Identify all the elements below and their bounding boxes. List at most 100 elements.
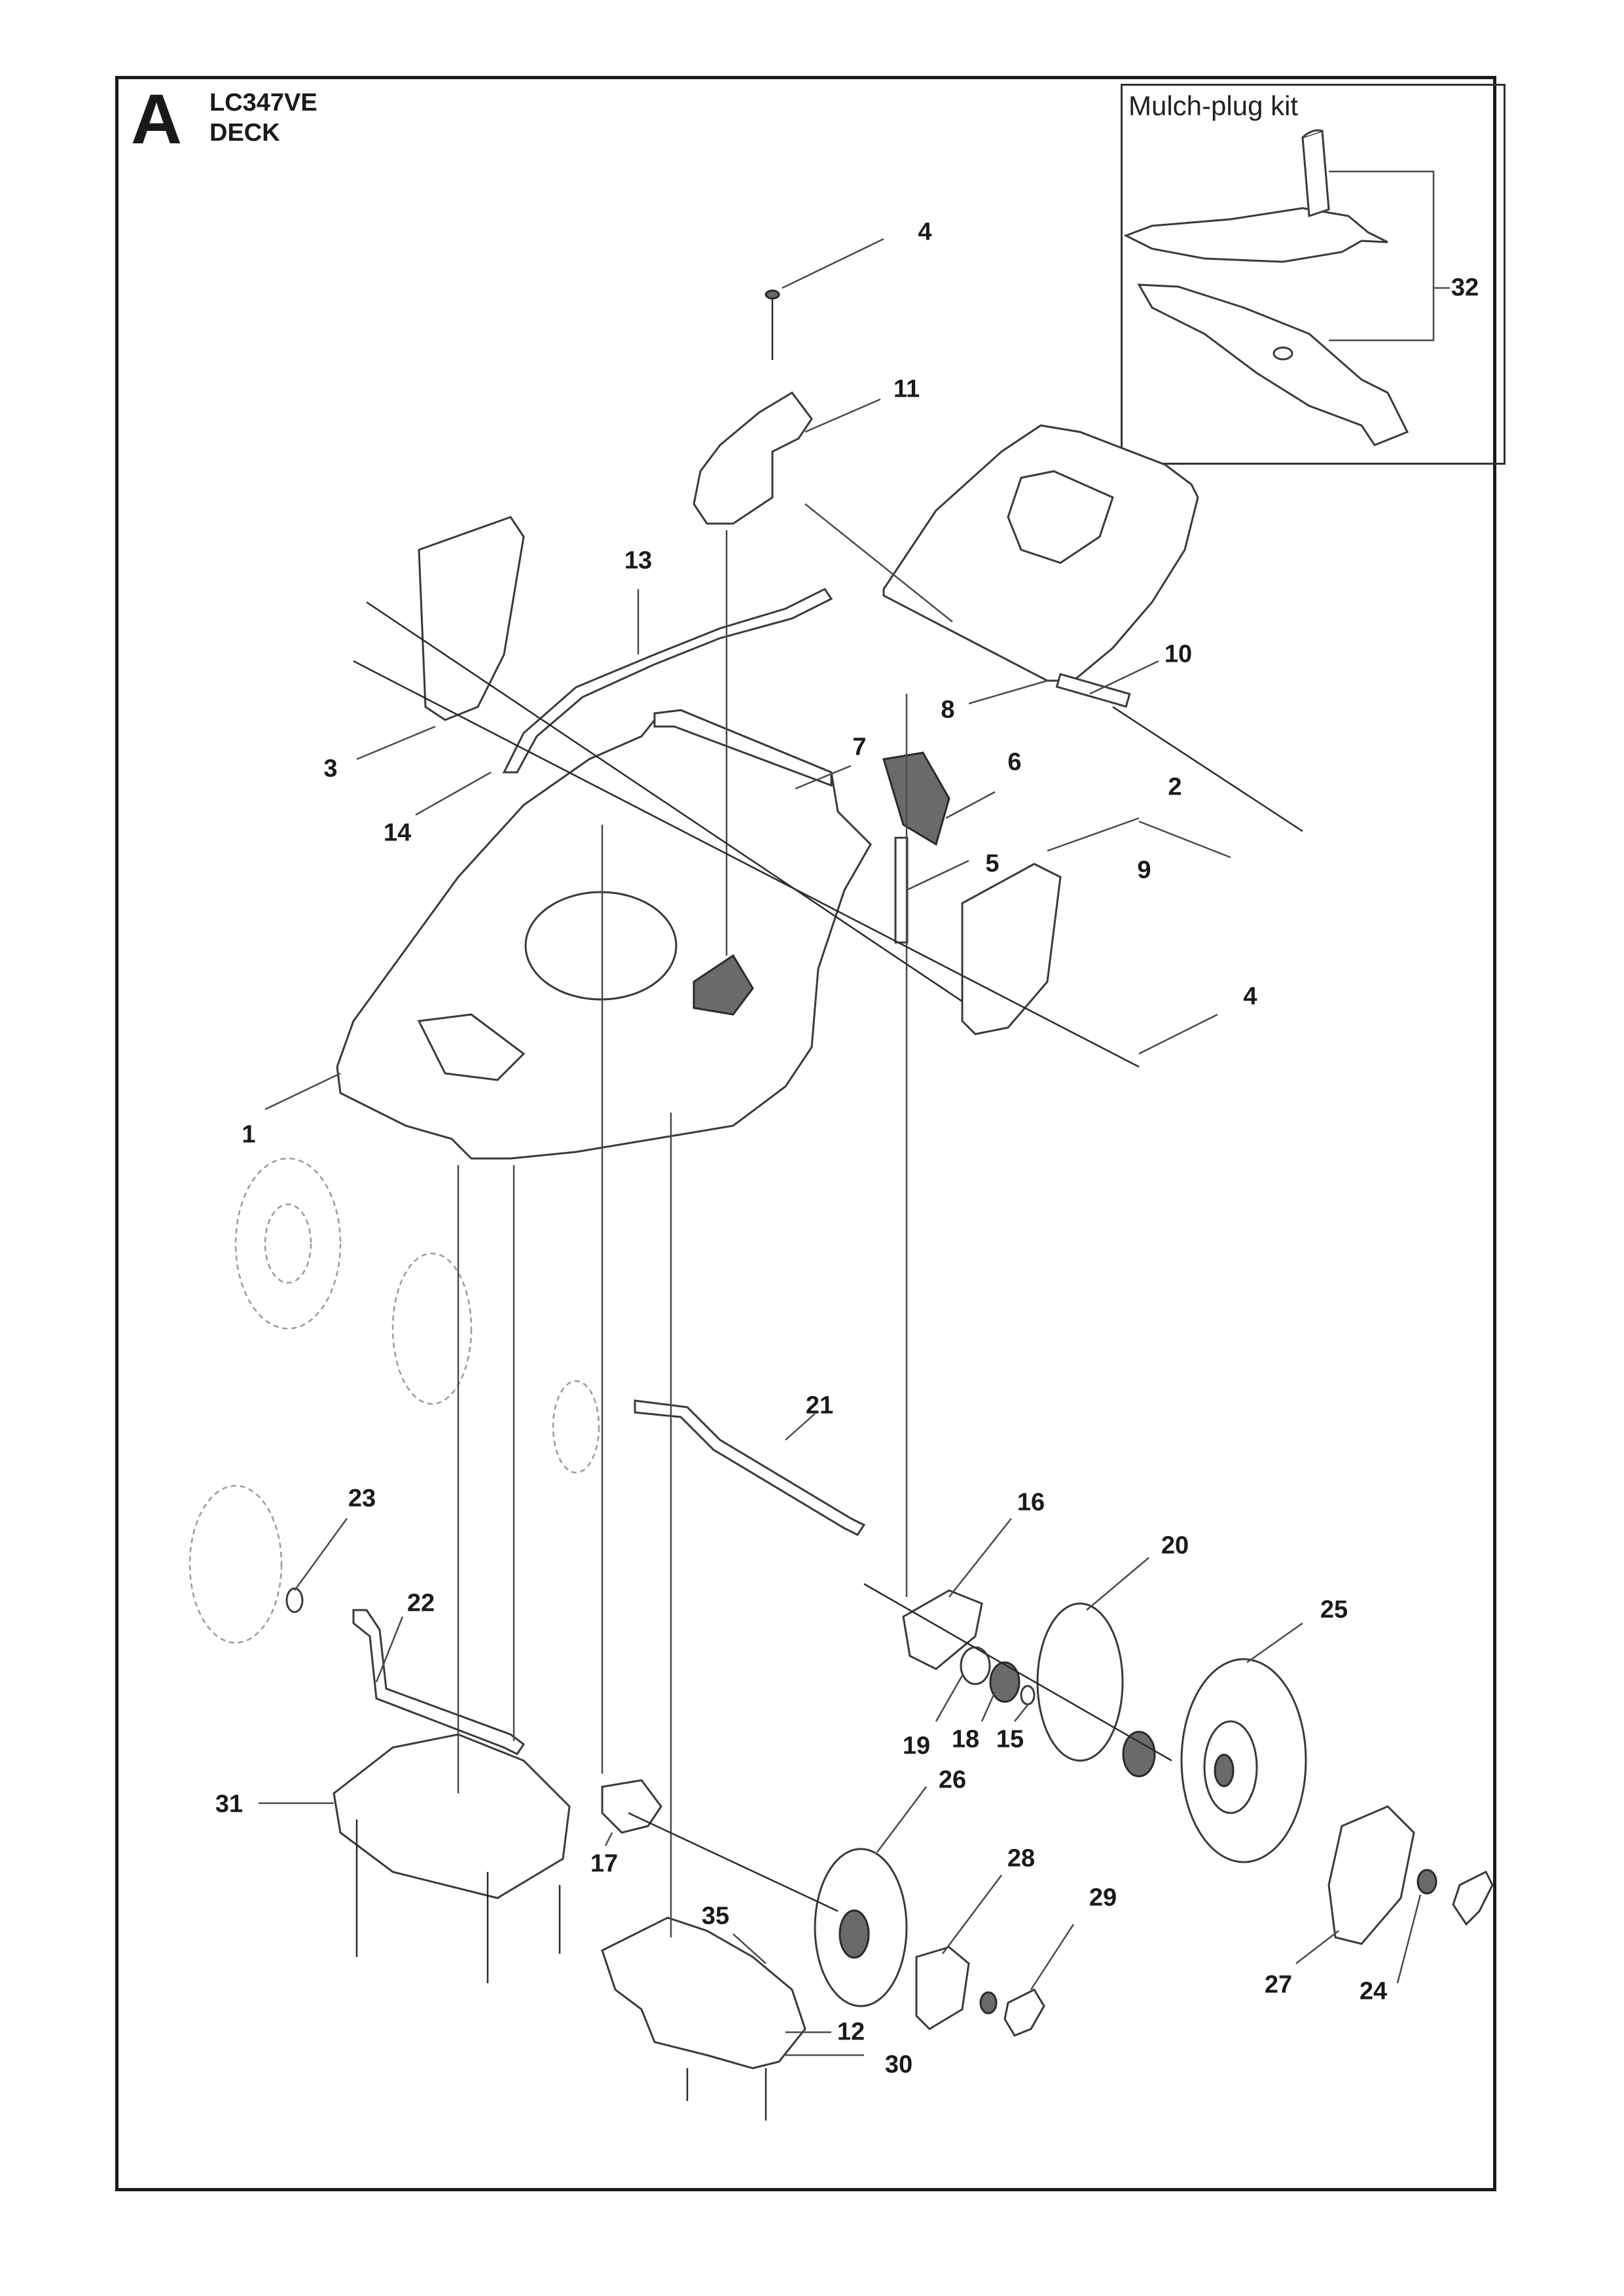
washer-part [285,1587,304,1613]
bearing-18-part [989,1661,1020,1703]
callout-30: 30 [884,2051,913,2079]
spring-10-part [1055,673,1131,708]
ghost-rear-wheel [234,1157,600,1474]
rear-axle-part [634,1399,866,1536]
cap-29-part [1003,1988,1045,2037]
gear-cover-part [1036,1602,1124,1762]
leader-35 [732,1933,767,1964]
leader-19 [935,1675,964,1722]
leader-20 [1086,1557,1149,1611]
leader-14 [415,771,492,816]
leader-23 [293,1518,348,1591]
adjuster-axis-line [366,601,963,1003]
callout-18: 18 [951,1725,980,1753]
leader-18 [981,1691,996,1722]
callout-29: 29 [1089,1884,1117,1912]
callout-25: 25 [1320,1596,1348,1624]
nut-part [979,1991,998,2015]
section-letter: A [131,79,182,158]
callout-20: 20 [1161,1532,1189,1560]
leader-6 [945,791,996,819]
leader-24 [1396,1894,1422,1984]
leader-26 [876,1786,927,1853]
leader-25 [1246,1622,1303,1664]
callout-14: 14 [383,819,412,847]
front-axle-part [352,1609,526,1755]
callout-4b: 4 [1243,982,1257,1011]
callout-28: 28 [1007,1844,1036,1873]
rod-9-part [1112,706,1303,833]
callout-26: 26 [938,1766,967,1794]
leader-16 [948,1518,1012,1598]
callout-2: 2 [1168,773,1182,801]
cap-part [1452,1870,1494,1926]
callout-31: 31 [215,1790,244,1818]
leader-4a [782,238,884,289]
front-bracket-part [601,1779,662,1834]
mulch-plug-kit-title: Mulch-plug kit [1128,90,1299,121]
callout-8: 8 [941,696,955,724]
leader-5 [906,859,969,891]
mulch-blade-part [1137,283,1409,446]
drawing-frame [115,76,1496,2191]
leader-28 [942,1874,1002,1954]
hubcap-28-part [915,1946,970,2030]
callout-4a: 4 [918,218,932,246]
leader-15 [1014,1704,1028,1722]
callout-16: 16 [1017,1488,1045,1516]
clip-15-part [1020,1685,1036,1706]
rear-axis-line [863,1583,1172,1762]
callout-1: 1 [242,1121,256,1149]
leader-4b [1138,1013,1218,1055]
callout-11: 11 [893,375,920,403]
rear-flap-part [882,751,950,846]
callout-13: 13 [624,547,653,575]
guide-line-g [804,503,953,622]
leader-29 [1030,1924,1075,1990]
hubcap-27-part [1327,1805,1415,1945]
screw-4-top [765,289,780,360]
callout-32: 32 [1451,274,1479,302]
callout-3: 3 [323,755,338,783]
front-bumper-part [333,1733,571,1899]
callout-19: 19 [902,1732,931,1760]
model-label: LC347VE [209,89,317,117]
callout-12: 12 [837,2018,865,2046]
leader-3 [356,725,436,761]
leader-7 [795,764,852,790]
spring-part [894,836,909,944]
screw-set-bottom [355,1820,767,2121]
callout-24: 24 [1359,1977,1388,2005]
leader-8 [968,679,1048,705]
adjuster-plate-left [418,516,525,721]
callout-35: 35 [701,1902,730,1930]
callout-22: 22 [406,1589,435,1617]
callout-21: 21 [805,1391,834,1420]
callout-6: 6 [1007,748,1022,776]
callout-23: 23 [348,1484,376,1513]
front-wheel-ghost [189,1484,283,1644]
mulch-plug-part [1123,129,1388,263]
section-label: DECK [209,119,280,147]
lever-rod-part [502,588,833,774]
nut-24-part [1416,1869,1437,1895]
callout-17: 17 [590,1850,619,1878]
callout-10: 10 [1164,640,1193,668]
deck-part [336,709,872,1160]
leader-10 [1089,660,1159,695]
leader-27 [1295,1930,1339,1964]
kit-bracket-line [1329,170,1435,342]
callout-7: 7 [852,733,867,761]
rear-wheel-part [1180,1658,1307,1863]
rear-handle-part [693,391,813,525]
leader-2 [1047,817,1140,852]
leader-21 [785,1413,816,1441]
adjuster-axis-line-2 [353,660,1140,1068]
callout-9: 9 [1137,856,1151,884]
callout-15: 15 [996,1725,1024,1753]
leader-17 [604,1832,613,1846]
mulch-plug-kit-box [1121,84,1506,465]
callout-5: 5 [985,850,1000,878]
grass-catcher-cover-part [882,424,1199,682]
